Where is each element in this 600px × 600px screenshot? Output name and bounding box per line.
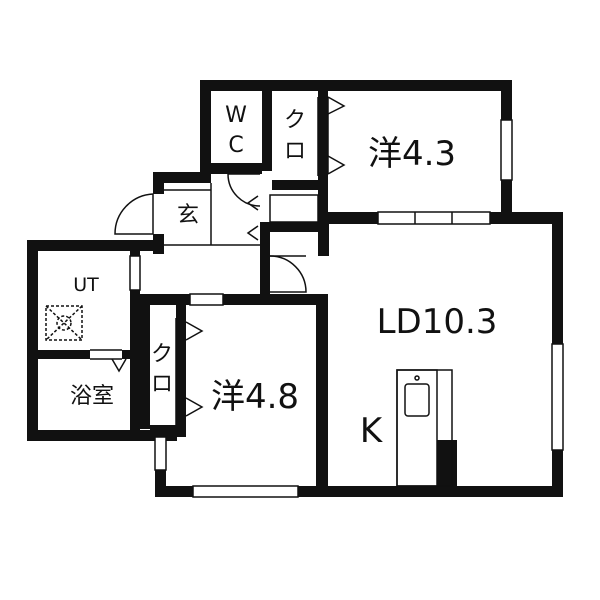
fixtures <box>45 96 453 487</box>
wall <box>153 172 211 183</box>
wall <box>211 163 262 174</box>
window <box>377 211 491 225</box>
wall <box>200 80 512 91</box>
wall <box>262 91 272 171</box>
window <box>154 436 167 471</box>
wall <box>318 221 329 256</box>
entrance-door <box>114 193 154 235</box>
sink-icon <box>404 383 430 417</box>
window <box>551 343 564 451</box>
wall <box>501 80 512 120</box>
wall <box>38 350 90 359</box>
wc-label-line1: W <box>225 103 247 128</box>
window <box>129 255 141 291</box>
wall <box>318 91 328 221</box>
closet-top-label-line1: ク <box>284 108 306 133</box>
wall <box>318 212 378 224</box>
washer-icon <box>45 305 83 341</box>
wall <box>200 80 211 180</box>
closet-mid-label-line2: ロ <box>151 372 173 397</box>
wall <box>272 180 322 190</box>
wc-label-line2: C <box>228 133 243 158</box>
ld-label: LD10.3 <box>377 302 498 342</box>
bath-label: 浴室 <box>70 384 114 409</box>
wall <box>260 294 328 305</box>
wall <box>223 294 260 305</box>
wall <box>155 486 193 497</box>
room-labels: W C ク ロ 洋4.3 玄 UT ク ロ 洋4.8 浴室 LD10.3 K <box>70 103 497 451</box>
wall <box>298 486 563 497</box>
wall <box>501 180 512 215</box>
western-top-label: 洋4.3 <box>368 134 456 174</box>
wall <box>176 305 186 435</box>
wall <box>150 425 186 437</box>
wall <box>316 294 328 494</box>
wall <box>130 240 140 256</box>
wall <box>153 172 164 194</box>
entrance-label: 玄 <box>177 203 199 228</box>
wall <box>155 470 166 497</box>
wall <box>130 290 140 440</box>
utility-label: UT <box>73 274 99 296</box>
wall <box>138 294 150 429</box>
window <box>500 119 513 181</box>
wall <box>27 240 160 251</box>
wall <box>260 222 270 294</box>
wall <box>122 350 132 359</box>
windows <box>129 119 564 498</box>
western-mid-label: 洋4.8 <box>211 377 299 417</box>
walls <box>27 80 563 497</box>
wall <box>27 240 38 440</box>
wall <box>552 212 563 344</box>
wall <box>138 294 190 305</box>
window <box>192 485 299 498</box>
wall <box>552 450 563 497</box>
wall <box>260 222 320 232</box>
closet-top-label-line2: ロ <box>284 139 306 164</box>
closet-mid-label-line1: ク <box>151 342 173 367</box>
window <box>189 293 224 306</box>
wall <box>490 212 560 224</box>
wall <box>437 440 457 490</box>
wall <box>27 430 177 441</box>
kitchen-label: K <box>360 411 384 451</box>
